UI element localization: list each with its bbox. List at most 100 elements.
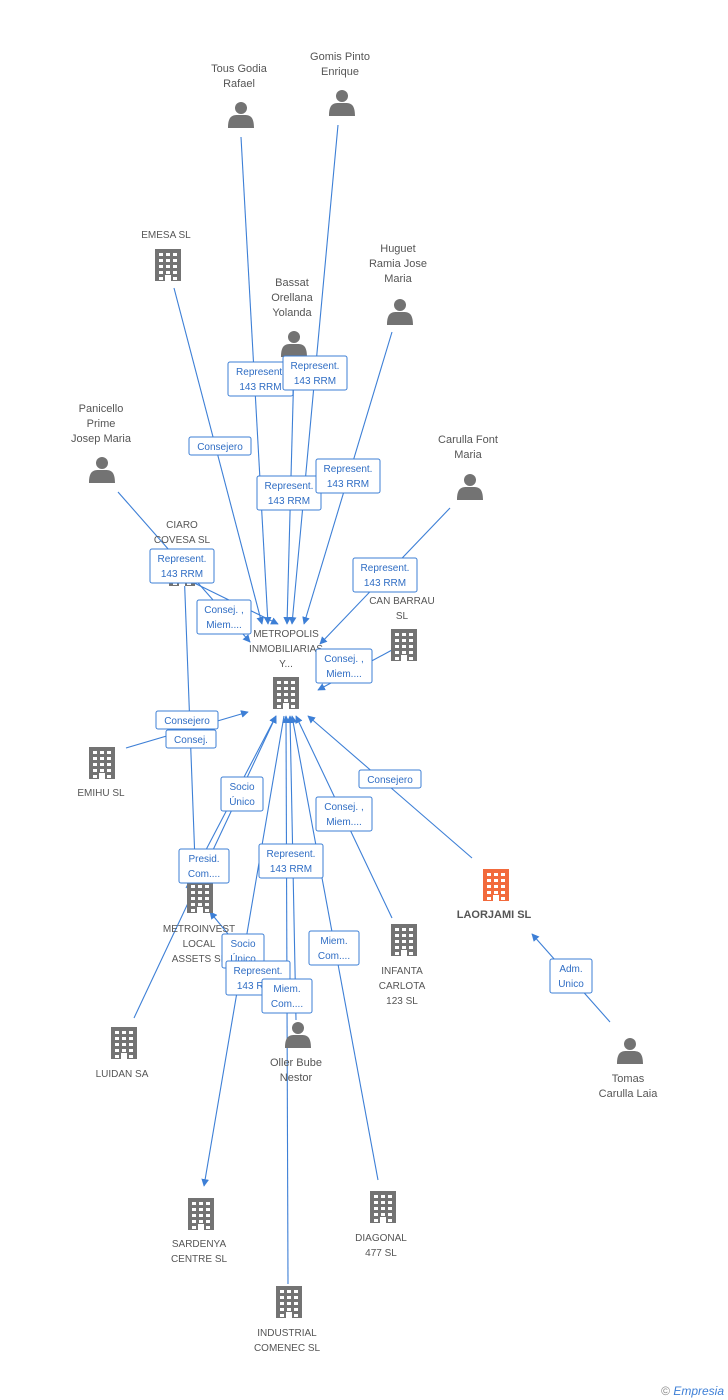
building-icon	[276, 1286, 302, 1318]
node-label: Rafael	[223, 78, 255, 90]
edge-label-text: Represent.	[324, 464, 373, 475]
node-label: LOCAL	[183, 939, 216, 950]
edge-label-emihu-to-metropolis[interactable]: Consejero	[155, 710, 219, 730]
edge-label-text: Consejero	[164, 716, 210, 727]
edge-label-text: Represent.	[267, 849, 316, 860]
node-label: Maria	[384, 273, 412, 285]
edge-label-text: Adm.	[559, 964, 582, 975]
edge-label-text: Com....	[188, 869, 220, 880]
edge-label-box	[178, 848, 230, 884]
edge-label-panicello-to-metropolis[interactable]: Consej. ,Miem....	[196, 599, 252, 635]
copyright-symbol: ©	[661, 1384, 670, 1398]
edge-label-tomas-to-laorjami[interactable]: Adm.Unico	[549, 958, 593, 994]
edge-label-metroinvest-to-metropolis[interactable]: Consej.	[165, 729, 217, 749]
node-label: EMIHU SL	[77, 788, 125, 799]
node-label: Carulla Font	[438, 434, 498, 446]
node-label: METROPOLIS	[253, 629, 319, 640]
edge-label-box	[165, 729, 217, 749]
edge-label-box	[155, 710, 219, 730]
edge-label-laorjami-to-metropolis[interactable]: Consejero	[358, 769, 422, 789]
person-icon	[617, 1038, 643, 1064]
edge-label-text: Consej. ,	[324, 802, 363, 813]
edge-label-emesa-to-metropolis[interactable]: Consejero	[188, 436, 252, 456]
building-icon	[187, 881, 213, 913]
node-label: ASSETS SL	[172, 954, 227, 965]
node-laorjami[interactable]: LAORJAMI SL	[457, 869, 532, 921]
edge-label-bassat-to-metropolis[interactable]: Represent.143 RRM	[256, 475, 322, 511]
node-label: Bassat	[275, 277, 309, 289]
edge-label-oller-to-metropolis[interactable]: Represent.143 RRM	[258, 843, 324, 879]
node-emesa[interactable]: EMESA SL	[141, 230, 191, 281]
node-label: CIARO	[166, 520, 198, 531]
edge-labels-layer: Represent. 143 RRM Represent. 143 RRM Consej…	[149, 355, 593, 1014]
node-label: Yolanda	[272, 307, 312, 319]
building-icon	[273, 677, 299, 709]
edge-label-diagonal-to-metropolis[interactable]: Miem.Com....	[308, 930, 360, 966]
edge-label-box	[549, 958, 593, 994]
building-icon	[391, 629, 417, 661]
node-emihu[interactable]: EMIHU SL	[77, 747, 125, 799]
edge-label-text: Represent.	[234, 966, 283, 977]
person-icon	[285, 1022, 311, 1048]
edge-label-huguet-to-metropolis[interactable]: Represent.143 RRM	[315, 458, 381, 494]
edge-label-box	[308, 930, 360, 966]
edge-label-text: 143 RRM	[364, 578, 406, 589]
edge-label-can_barrau-to-metropolis[interactable]: Consej. ,Miem....	[315, 648, 373, 684]
edge-label-infanta-to-metropolis[interactable]: Consej. , Miem....	[315, 796, 373, 832]
node-label: Oller Bube	[270, 1057, 322, 1069]
person-icon	[457, 474, 483, 500]
node-label: INMOBILIARIAS	[249, 644, 323, 655]
node-label: INDUSTRIAL	[257, 1328, 317, 1339]
edge-label-text: Consej.	[174, 735, 208, 746]
brand-logo-text[interactable]: Empresia	[673, 1384, 724, 1398]
edge-label-text: Represent.	[236, 367, 285, 378]
edge-label-text: Miem.	[320, 936, 347, 947]
edge-label-text: Represent.	[291, 361, 340, 372]
edge-label-carulla_font-to-metropolis[interactable]: Represent. 143 RRM	[352, 557, 418, 593]
edge-label-text: Represent.	[361, 563, 410, 574]
node-luidan[interactable]: LUIDAN SA	[96, 1027, 149, 1080]
edges-layer	[117, 124, 611, 1285]
node-label: Huguet	[380, 243, 415, 255]
edge-label-industrial-to-metropolis[interactable]: Miem.Com....	[261, 978, 313, 1014]
edge-label-box	[149, 548, 215, 584]
node-label: Gomis Pinto	[310, 51, 370, 63]
node-label: Josep Maria	[71, 433, 132, 445]
edge-label-text: Consejero	[367, 775, 413, 786]
node-label: CAN BARRAU	[369, 596, 435, 607]
person-icon	[89, 457, 115, 483]
edge-label-text: 143 RRM	[239, 382, 281, 393]
edge-label-gomis-to-metropolis[interactable]: Represent.143 RRM	[282, 355, 348, 391]
edge-label-box	[358, 769, 422, 789]
edge-label-metroinvest-to-metropolis[interactable]: Presid.Com....	[178, 848, 230, 884]
edge-label-text: Miem....	[326, 817, 362, 828]
edge-label-ciaro-to-metropolis[interactable]: Represent.143 RRM	[149, 548, 215, 584]
node-metropolis[interactable]: METROPOLISINMOBILIARIASY...	[249, 629, 323, 709]
building-icon	[483, 869, 509, 901]
edge-label-box	[352, 557, 418, 593]
node-label: LAORJAMI SL	[457, 909, 532, 921]
edge-label-text: Com....	[271, 999, 303, 1010]
edge-label-text: Socio	[229, 782, 254, 793]
edge-label-text: Represent.	[265, 481, 314, 492]
node-label: Nestor	[280, 1072, 313, 1084]
node-label: SARDENYA	[172, 1239, 227, 1250]
edge-emesa-to-metropolis	[173, 287, 264, 625]
